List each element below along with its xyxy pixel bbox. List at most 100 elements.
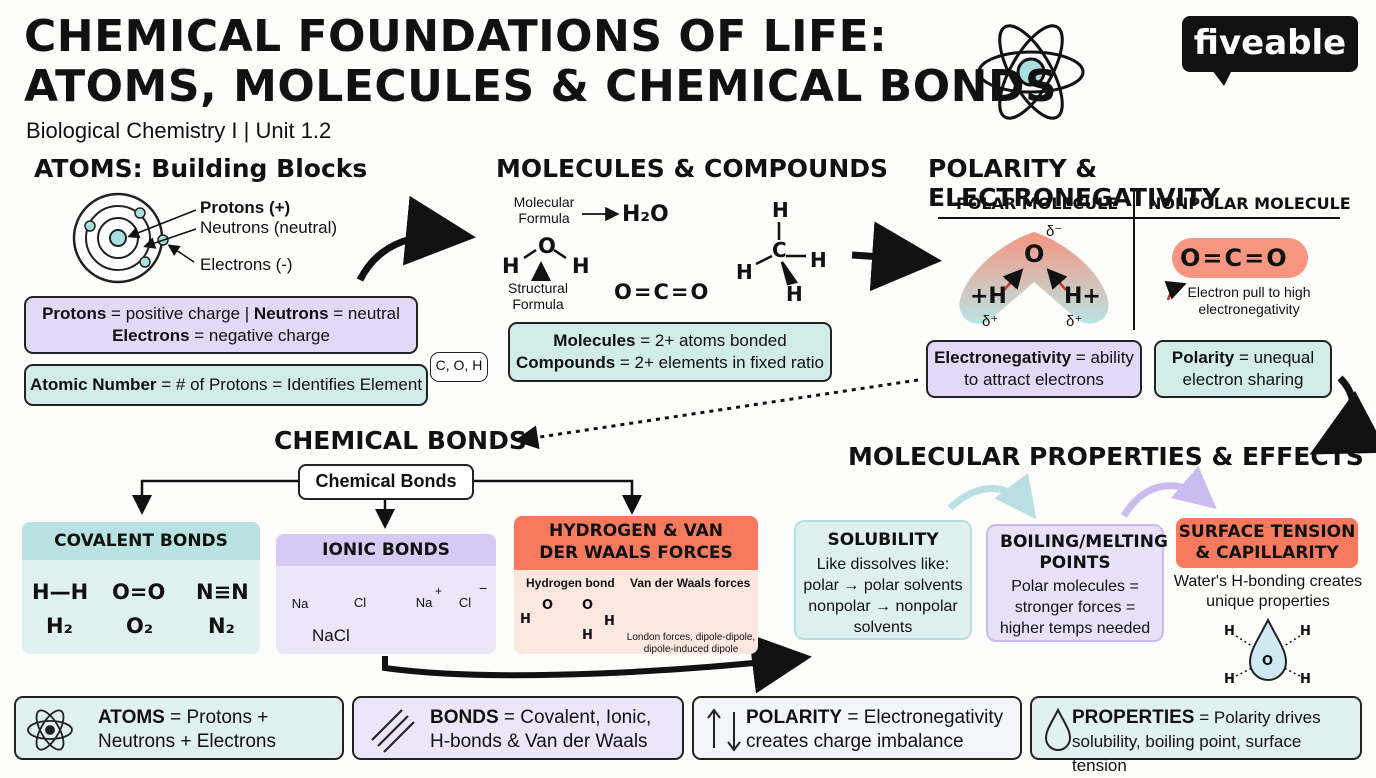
summary-atoms-def: = Protons + Neutrons + Electrons [98, 707, 276, 752]
nonpolar-molecule-label: NONPOLAR MOLECULE [1148, 194, 1351, 213]
arc-solubility-boiling [947, 473, 1037, 520]
structural-formula-label: Structural Formula [508, 280, 568, 312]
arc-boiling-surface [1120, 465, 1217, 518]
summary-atoms: ATOMS = Protons + Neutrons + Electrons [14, 696, 344, 760]
bond-lines-icon [371, 709, 415, 753]
ion-plus-sign: + [435, 584, 443, 598]
drop-h-bottom-left: H [1224, 672, 1235, 687]
ion-cl: Cl [353, 595, 367, 610]
polarity-arrows-icon [707, 708, 741, 752]
water-drop-icon [1044, 707, 1072, 751]
vdw-label: Van der Waals forces [630, 576, 751, 590]
neutrons-term: Neutrons [253, 304, 329, 323]
covalent-n2-name: N₂ [208, 614, 235, 638]
solubility-title: SOLUBILITY [827, 530, 939, 550]
ion-na-plus: Na [415, 595, 433, 610]
electronegativity-term: Electronegativity [934, 348, 1072, 367]
polar-oxygen: O [1024, 240, 1045, 268]
covalent-h2-structure: H—H [32, 580, 89, 604]
covalent-h2-name: H₂ [46, 614, 73, 638]
flow-arrow-polarity-properties [1309, 375, 1376, 455]
covalent-bonds-title: COVALENT BONDS [22, 522, 260, 560]
neutrons-def: = neutral [328, 304, 400, 323]
protons-label: Protons (+) [200, 198, 290, 218]
compounds-def: = 2+ elements in fixed ratio [615, 353, 824, 372]
summary-polarity-key: POLARITY [746, 707, 843, 728]
protons-def: = positive charge | [106, 304, 254, 323]
delta-plus-left: δ⁺ [982, 313, 999, 330]
electron-pull-arrow [1164, 280, 1187, 301]
compounds-term: Compounds [516, 353, 616, 372]
delta-plus-right: δ⁺ [1066, 313, 1083, 330]
solubility-text: Like dissolves like: polar → polar solve… [803, 556, 963, 636]
polarity-term: Polarity [1171, 348, 1235, 367]
nonpolar-formula: O=C=O [1180, 244, 1289, 272]
bonds-tree-lines [132, 479, 642, 529]
water-drop-illustration [1235, 617, 1301, 681]
molecules-term: Molecules [553, 331, 636, 350]
atomic-number-def: = # of Protons = Identifies Element [156, 375, 423, 394]
summary-polarity-text: POLARITY = Electronegativity creates cha… [746, 706, 1018, 754]
molecules-definition-box: Molecules = 2+ atoms bonded Compounds = … [508, 322, 832, 382]
nonpolar-charge-cloud [1172, 238, 1308, 278]
polarity-def-box: Polarity = unequal electron sharing [1154, 340, 1332, 398]
ion-na: Na [291, 596, 309, 611]
bonds-root-node: Chemical Bonds [298, 464, 474, 500]
polar-molecule-label: POLAR MOLECULE [956, 194, 1119, 213]
hbond-label: Hydrogen bond [526, 576, 615, 590]
summary-polarity-def: = Electronegativity creates charge imbal… [746, 707, 1004, 752]
fiveable-logo [1182, 16, 1358, 86]
polar-hydrogen-left: +H [970, 284, 1007, 309]
summary-atoms-text: ATOMS = Protons + Neutrons + Electrons [98, 706, 342, 754]
fiveable-logo-text[interactable]: fiveable [1193, 23, 1347, 63]
atom-icon [27, 709, 73, 751]
boiling-text: Polar molecules = stronger forces = high… [999, 578, 1151, 637]
polarity-heading: POLARITY & ELECTRONEGATIVITY [928, 154, 1221, 212]
element-examples-bubble: C, O, H [430, 352, 488, 382]
water-structure [523, 206, 620, 281]
methane-structure [755, 222, 806, 286]
polar-charge-cloud [959, 232, 1109, 324]
summary-bonds: BONDS = Covalent, Ionic, H-bonds & Van d… [352, 696, 684, 760]
polarity-def: = unequal electron sharing [1182, 348, 1315, 389]
summary-atoms-key: ATOMS [98, 707, 165, 728]
covalent-bonds-card: COVALENT BONDS H—H O=O N≡N H₂ O₂ N₂ [22, 522, 260, 654]
summary-bonds-key: BONDS [430, 707, 499, 728]
properties-heading: MOLECULAR PROPERTIES & EFFECTS [848, 442, 1364, 471]
boiling-title: BOILING/MELTING POINTS [1000, 532, 1168, 573]
bonds-heading: CHEMICAL BONDS [274, 426, 527, 455]
polar-pull-arrow-right [1046, 268, 1068, 291]
protons-term: Protons [42, 304, 107, 323]
flow-arrow-molecules-polarity [851, 221, 942, 292]
page-title-line2: ATOMS, MOLECULES & CHEMICAL BONDS [24, 61, 1058, 112]
atom-logo-icon [977, 24, 1085, 120]
atom-diagram [72, 192, 197, 284]
atomic-number-box: Atomic Number = # of Protons = Identifie… [24, 364, 428, 406]
molecular-formula-label: Molecular Formula [513, 194, 575, 226]
ionic-bonds-card: IONIC BONDS Na Cl Na + Cl − NaCl [276, 534, 496, 654]
surface-title: SURFACE TENSION & CAPILLARITY [1176, 518, 1358, 568]
summary-polarity: POLARITY = Electronegativity creates cha… [692, 696, 1022, 760]
covalent-o2-structure: O=O [112, 580, 166, 604]
summary-properties: PROPERTIES = Polarity drives solubility,… [1030, 696, 1362, 775]
hbond-atoms: H O O H H [520, 598, 615, 643]
surface-text: Water's H-bonding creates unique propert… [1173, 573, 1363, 610]
polar-hydrogen-right: H+ [1064, 284, 1101, 309]
electronegativity-def: = ability to attract electrons [964, 348, 1134, 389]
electrons-term: Electrons [112, 326, 190, 345]
dotted-arrow-to-bonds [514, 378, 919, 450]
polar-pull-arrow-left [1002, 268, 1024, 291]
co2-structure: O=C=O [614, 280, 711, 304]
atoms-charge-box: Protons = positive charge | Neutrons = n… [24, 296, 418, 354]
drop-h-bottom-right: H [1300, 672, 1311, 687]
summary-properties-key: PROPERTIES [1072, 707, 1195, 728]
drop-oxygen: O [1262, 654, 1274, 669]
atomic-number-term: Atomic Number [29, 375, 157, 394]
page-title-line1: CHEMICAL FOUNDATIONS OF LIFE: [24, 11, 888, 62]
protons-label-text: Protons (+) [200, 198, 291, 217]
electron-pull-note: Electron pull to high electronegativity [1187, 284, 1311, 317]
nacl-label: NaCl [312, 626, 350, 645]
drop-h-top-left: H [1224, 624, 1235, 639]
electrons-def: = negative charge [189, 326, 330, 345]
